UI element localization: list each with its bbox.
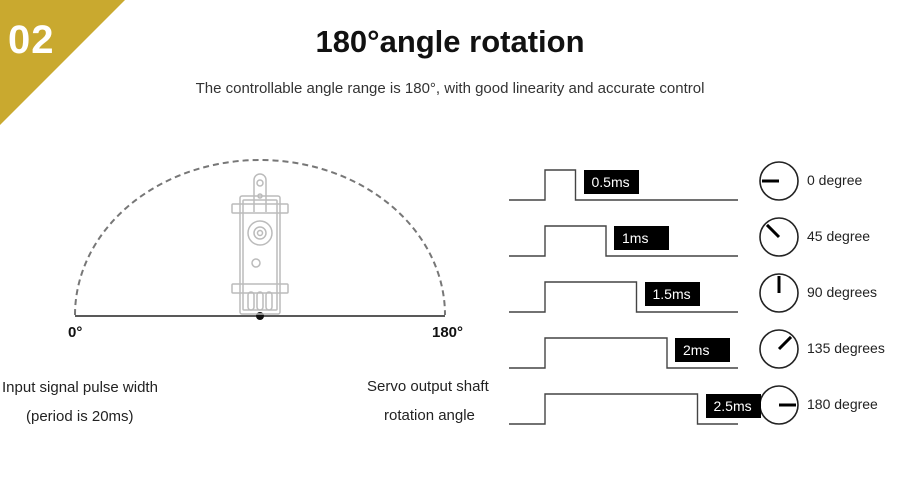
pulse-waveform	[509, 337, 738, 369]
pulse-width-tag: 1.5ms	[644, 282, 700, 306]
pulse-waveform	[509, 169, 738, 201]
angle-label: 180 degree	[807, 396, 878, 412]
section-number: 02	[8, 18, 55, 62]
dial-pointer	[765, 223, 781, 239]
angle-start-label: 0°	[68, 324, 83, 341]
input-caption-line1: Input signal pulse width	[2, 379, 158, 396]
angle-label: 90 degrees	[807, 284, 878, 300]
output-caption-line1: Servo output shaft	[367, 378, 489, 395]
pulse-waveforms	[509, 169, 738, 425]
angle-label: 135 degrees	[807, 340, 885, 356]
pulse-waveform	[509, 281, 738, 313]
corner-badge	[0, 0, 125, 125]
page-subtitle: The controllable angle range is 180°, wi…	[195, 80, 705, 97]
input-caption-line2: (period is 20ms)	[26, 408, 134, 425]
pulse-width-tag: 1ms	[614, 226, 669, 250]
pulse-waveform	[509, 225, 738, 257]
output-caption-line2: rotation angle	[384, 407, 475, 424]
pulse-width-tag: 0.5ms	[583, 170, 639, 194]
pulse-width-tag: 2ms	[675, 338, 730, 362]
dial-pointer	[777, 335, 793, 351]
pulse-waveform	[509, 393, 738, 425]
angle-end-label: 180°	[432, 324, 464, 341]
angle-dials	[759, 161, 799, 425]
angle-label: 0 degree	[807, 172, 863, 188]
page-title: 180°angle rotation	[315, 24, 585, 59]
pulse-width-tag: 2.5ms	[705, 394, 761, 418]
angle-label: 45 degree	[807, 228, 871, 244]
servo-motor-drawing	[231, 173, 289, 315]
arc-center-dot	[256, 312, 264, 320]
